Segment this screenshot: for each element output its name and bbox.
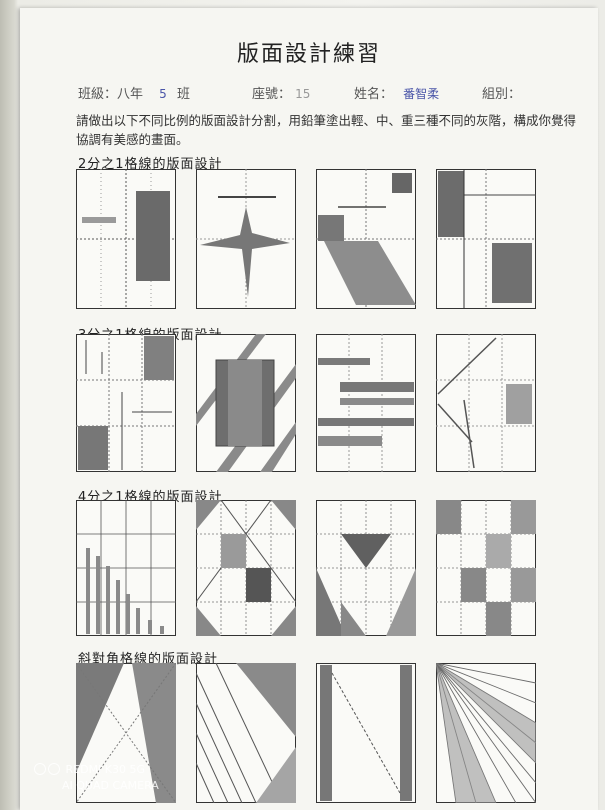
design-diagonal-3 bbox=[316, 663, 416, 803]
design-third-1 bbox=[76, 334, 176, 472]
class-suffix: 班 bbox=[176, 87, 190, 102]
design-half-3 bbox=[316, 169, 416, 309]
group-label: 組別： bbox=[482, 87, 522, 102]
design-quarter-1 bbox=[76, 500, 176, 636]
design-third-2 bbox=[196, 334, 296, 472]
group-field: 組別： bbox=[482, 83, 521, 102]
seat-field: 座號： 15 bbox=[252, 83, 310, 102]
worksheet-title: 版面設計練習 bbox=[236, 42, 381, 67]
name-label: 姓名： bbox=[354, 87, 394, 102]
camera-tagline: AI QUAD CAMERA bbox=[62, 779, 159, 792]
design-half-4 bbox=[436, 169, 536, 309]
design-quarter-2 bbox=[196, 500, 296, 636]
camera-model: REDMI K30 5G bbox=[65, 763, 146, 776]
design-diagonal-4 bbox=[436, 663, 536, 803]
instructions: 請做出以下不同比例的版面設計分割，用鉛筆塗出輕、中、重三種不同的灰階，構成你覺得… bbox=[76, 113, 577, 147]
design-half-2 bbox=[196, 169, 296, 309]
design-diagonal-1 bbox=[76, 663, 176, 803]
design-diagonal-2 bbox=[196, 663, 296, 803]
camera-lens-icon bbox=[48, 763, 60, 775]
design-quarter-3 bbox=[316, 500, 416, 636]
camera-lens-icon bbox=[34, 763, 46, 775]
design-third-3 bbox=[316, 334, 416, 472]
class-field: 班級：八年 5 班 bbox=[78, 83, 190, 102]
class-value: 5 bbox=[159, 87, 167, 101]
section-half-label: 2分之1格線的版面設計 bbox=[78, 157, 223, 172]
name-value: 番智柔 bbox=[403, 87, 440, 101]
design-third-4 bbox=[436, 334, 536, 472]
design-quarter-4 bbox=[436, 500, 536, 636]
design-half-1 bbox=[76, 169, 176, 309]
class-label: 班級：八年 bbox=[78, 87, 144, 102]
name-field: 姓名： 番智柔 bbox=[354, 83, 439, 102]
worksheet-paper: 版面設計練習 班級：八年 5 班 座號： 15 姓名： 番智柔 組別： 請做出以… bbox=[20, 8, 598, 810]
camera-watermark: REDMI K30 5G AI QUAD CAMERA bbox=[34, 762, 159, 794]
seat-value: 15 bbox=[295, 87, 311, 101]
seat-label: 座號： bbox=[252, 87, 292, 102]
